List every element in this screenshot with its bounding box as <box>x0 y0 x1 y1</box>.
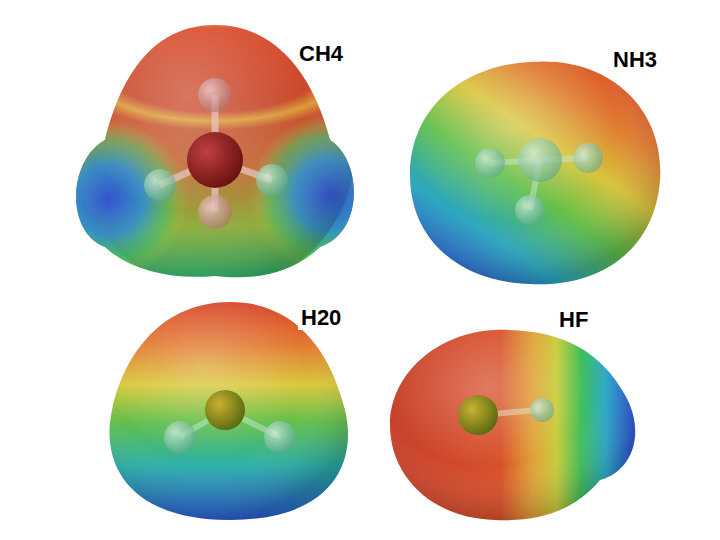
molecule-label: NH3 <box>610 48 660 72</box>
molecule-label: CH4 <box>296 42 346 66</box>
nh3-map <box>410 61 660 284</box>
hf-map <box>390 330 635 520</box>
molecule-label: H20 <box>298 306 344 330</box>
h2o-map <box>110 302 348 520</box>
molecule-label: HF <box>556 308 591 332</box>
ch4-map <box>28 10 410 290</box>
